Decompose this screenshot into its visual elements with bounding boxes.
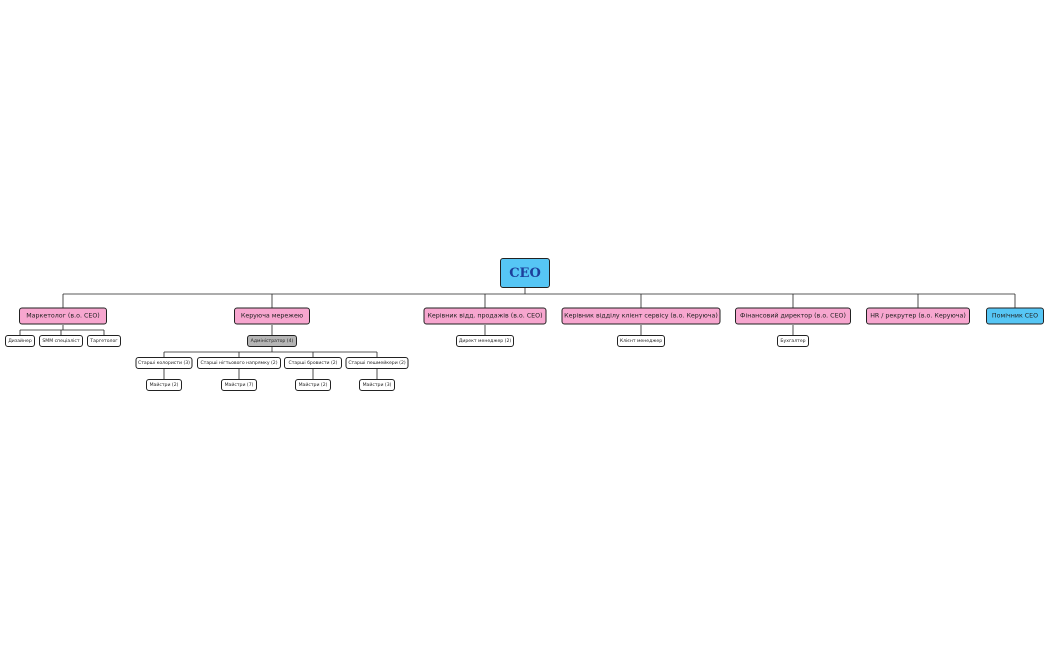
direct-manager-node[interactable]: Директ менеджер (2): [456, 335, 514, 347]
masters-brows-node[interactable]: Майстри (2): [295, 379, 331, 391]
senior-colorists-node[interactable]: Старші колористи (3): [135, 357, 193, 369]
senior-brows-node[interactable]: Старші бровисти (2): [284, 357, 342, 369]
ceo-node[interactable]: CEO: [500, 258, 550, 288]
network-manager-node[interactable]: Керуюча мережею: [234, 307, 310, 325]
sales-head-node[interactable]: Керівник відд. продажів (в.о. CEO): [423, 307, 547, 325]
designer-node[interactable]: Дизайнер: [5, 335, 35, 347]
finance-director-node[interactable]: Фінансовий директор (в.о. CEO): [735, 307, 851, 325]
marketer-node[interactable]: Маркетолог (в.о. CEO): [19, 307, 107, 325]
masters-lashmakers-node[interactable]: Майстри (3): [359, 379, 395, 391]
smm-specialist-node[interactable]: SMM спеціаліст: [39, 335, 83, 347]
masters-nails-node[interactable]: Майстри (7): [221, 379, 257, 391]
ceo-assistant-node[interactable]: Помічник CEO: [986, 307, 1044, 325]
senior-nails-node[interactable]: Старші нігтьового напрямку (2): [197, 357, 281, 369]
targetologist-node[interactable]: Таргетолог: [87, 335, 121, 347]
hr-recruiter-node[interactable]: HR / рекрутер (в.о. Керуюча): [866, 307, 970, 325]
accountant-node[interactable]: Бухгалтер: [777, 335, 809, 347]
client-manager-node[interactable]: Клієнт менеджер: [617, 335, 665, 347]
client-service-head-node[interactable]: Керівник відділу клієнт сервісу (в.о. Ке…: [561, 307, 721, 325]
administrator-node[interactable]: Адміністратор (4): [247, 335, 297, 347]
senior-lashmakers-node[interactable]: Старші пешмейкери (2): [345, 357, 409, 369]
masters-colorists-node[interactable]: Майстри (2): [146, 379, 182, 391]
